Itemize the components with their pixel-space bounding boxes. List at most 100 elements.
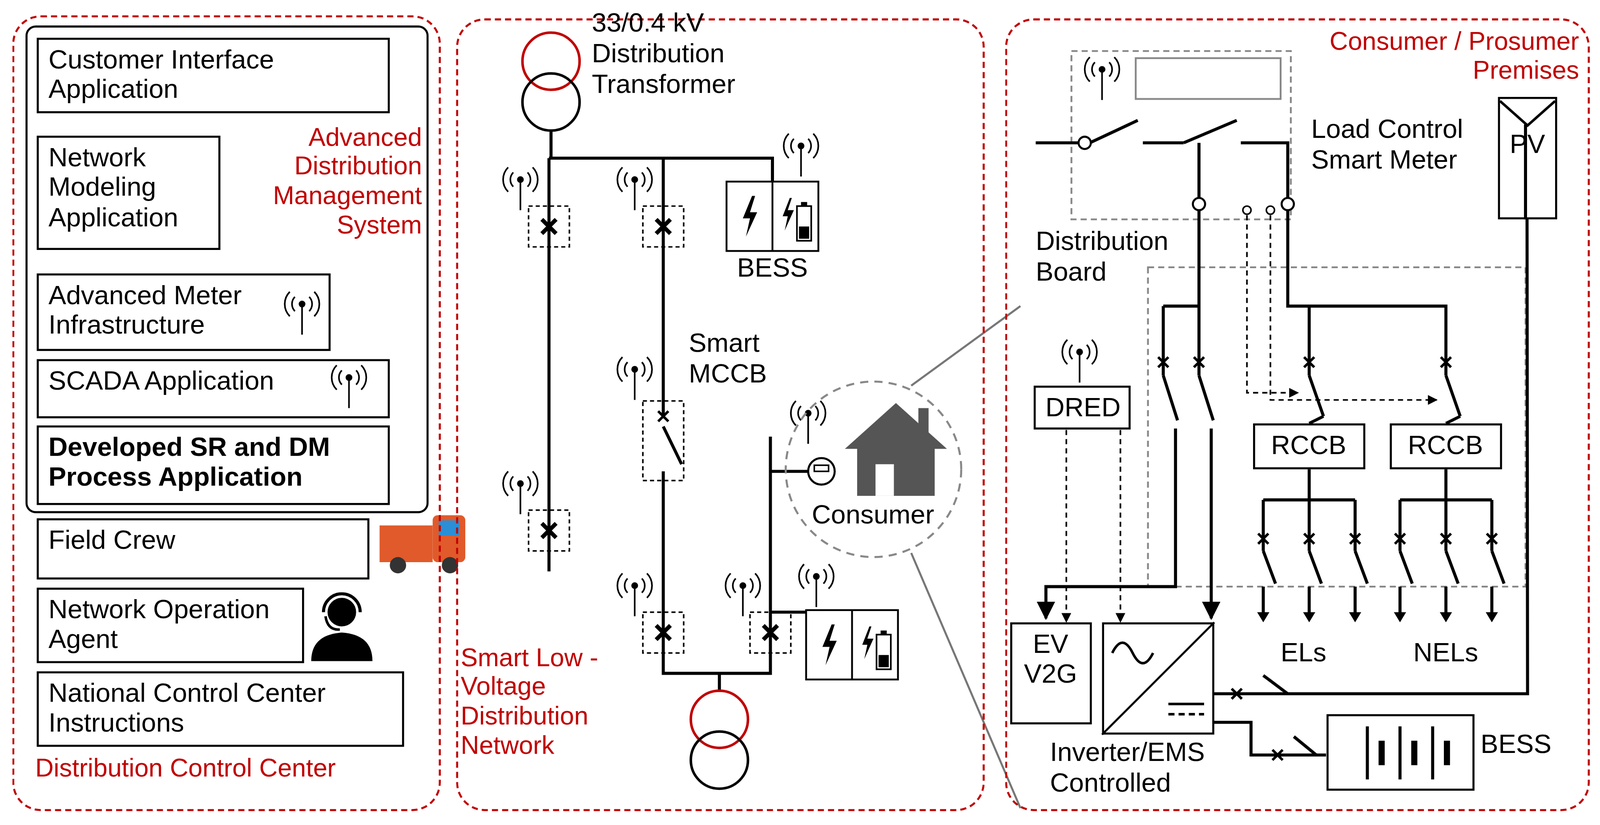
connector — [1119, 430, 1122, 623]
line-art — [1350, 533, 1361, 545]
line-art — [1266, 205, 1275, 214]
line-art — [690, 731, 748, 789]
line-art — [790, 401, 826, 444]
line-art — [806, 610, 898, 680]
part-label: Load Control Smart Meter — [1311, 114, 1485, 176]
line-art — [1084, 56, 1120, 100]
node-text: PV — [1509, 128, 1545, 160]
line-art — [389, 557, 407, 574]
line-art — [1062, 339, 1097, 383]
line-art — [325, 616, 340, 630]
line-art — [749, 612, 791, 653]
line-art — [1246, 215, 1437, 400]
node-text: SCADA Application — [48, 365, 329, 397]
line-art — [814, 465, 829, 472]
line-art — [1304, 357, 1315, 368]
line-art — [1287, 210, 1461, 424]
line-art — [911, 306, 1021, 809]
control-center-panel: Distribution Control Center Advanced Dist… — [12, 15, 441, 811]
line-art — [1381, 740, 1447, 766]
line-art — [1193, 357, 1205, 368]
part-label: Distribution Board — [1035, 226, 1194, 288]
line-art — [1192, 197, 1206, 211]
region-title: Smart Low - Voltage Distribution Network — [460, 642, 635, 760]
circle-outline — [785, 381, 961, 557]
line-art — [1399, 469, 1492, 500]
line-art — [798, 564, 834, 608]
network-panel: Smart Low - Voltage Distribution Network… — [455, 18, 985, 811]
ev-box: EV V2G — [1009, 621, 1092, 724]
region-title: Distribution Control Center — [35, 752, 424, 782]
dred-box: DRED — [1033, 385, 1131, 431]
part-label: NELs — [1413, 637, 1490, 669]
line-art — [642, 401, 684, 481]
line-art — [1394, 612, 1407, 623]
node-text: Consumer — [783, 499, 964, 531]
region-title: Consumer / Prosumer Premises — [1281, 25, 1580, 85]
application-box: Customer Interface Application — [36, 37, 390, 113]
node-text: BESS — [1480, 729, 1578, 761]
line-art — [1257, 612, 1270, 623]
circle-outline — [783, 378, 964, 559]
line-art — [1367, 726, 1447, 780]
node-text: RCCB — [1401, 430, 1490, 461]
adms-box: Advanced Distribution Management System C… — [24, 24, 428, 513]
line-art — [844, 403, 947, 449]
line-art — [1439, 612, 1453, 623]
connector — [1065, 430, 1068, 623]
line-art — [658, 411, 669, 422]
line-art — [1486, 533, 1497, 545]
node-text: Developed SR and DM Process Application — [48, 432, 378, 494]
line-art — [875, 464, 894, 496]
connector — [1213, 218, 1528, 694]
line-art — [1349, 612, 1362, 623]
line-art — [1168, 702, 1205, 706]
node-text: Inverter/EMS Controlled — [1050, 737, 1239, 799]
line-art — [1304, 533, 1315, 545]
node-text: Network Operation Agent — [48, 594, 292, 656]
line-art — [522, 73, 580, 131]
inverter-box: Inverter/EMS Controlled — [1101, 621, 1214, 734]
line-art — [1440, 357, 1451, 368]
line-art — [1168, 713, 1205, 716]
application-box: Network Modeling Application — [36, 135, 220, 250]
line-art — [1078, 136, 1092, 150]
line-art — [528, 205, 570, 247]
region-title: Advanced Distribution Management System — [266, 121, 423, 240]
line-art — [1281, 197, 1294, 211]
line-art — [726, 181, 819, 251]
line-art — [1485, 612, 1499, 623]
line-art — [1102, 622, 1215, 735]
node-text: Advanced Meter Infrastructure — [48, 280, 275, 342]
line-art — [1309, 499, 1322, 619]
line-art — [617, 357, 653, 400]
line-art — [331, 365, 367, 408]
line-art — [642, 612, 684, 653]
line-art — [642, 205, 684, 247]
application-box: Field Crew — [36, 517, 369, 580]
part-label: BESS — [726, 253, 819, 284]
line-art — [323, 593, 361, 613]
line-art — [1263, 499, 1276, 619]
line-art — [284, 291, 320, 335]
line-art — [503, 471, 538, 515]
line-art — [1209, 428, 1214, 619]
node-text: Field Crew — [48, 524, 357, 556]
node-text: Customer Interface Application — [48, 44, 378, 106]
node-text: Network Modeling Application — [48, 142, 208, 234]
line-art — [1499, 100, 1556, 126]
line-art — [1035, 120, 1526, 619]
node-text: EV V2G — [1021, 628, 1079, 690]
line-art — [1163, 210, 1214, 421]
line-art — [1035, 120, 1288, 198]
consumer-circle: Consumer — [783, 378, 964, 559]
line-art — [1491, 499, 1505, 619]
line-art — [311, 632, 373, 661]
line-art — [432, 515, 466, 563]
line-art — [379, 525, 433, 563]
line-art — [1148, 267, 1526, 587]
line-art — [1263, 469, 1355, 500]
line-art — [1440, 533, 1451, 545]
line-art — [1263, 675, 1288, 694]
line-art — [783, 133, 819, 177]
